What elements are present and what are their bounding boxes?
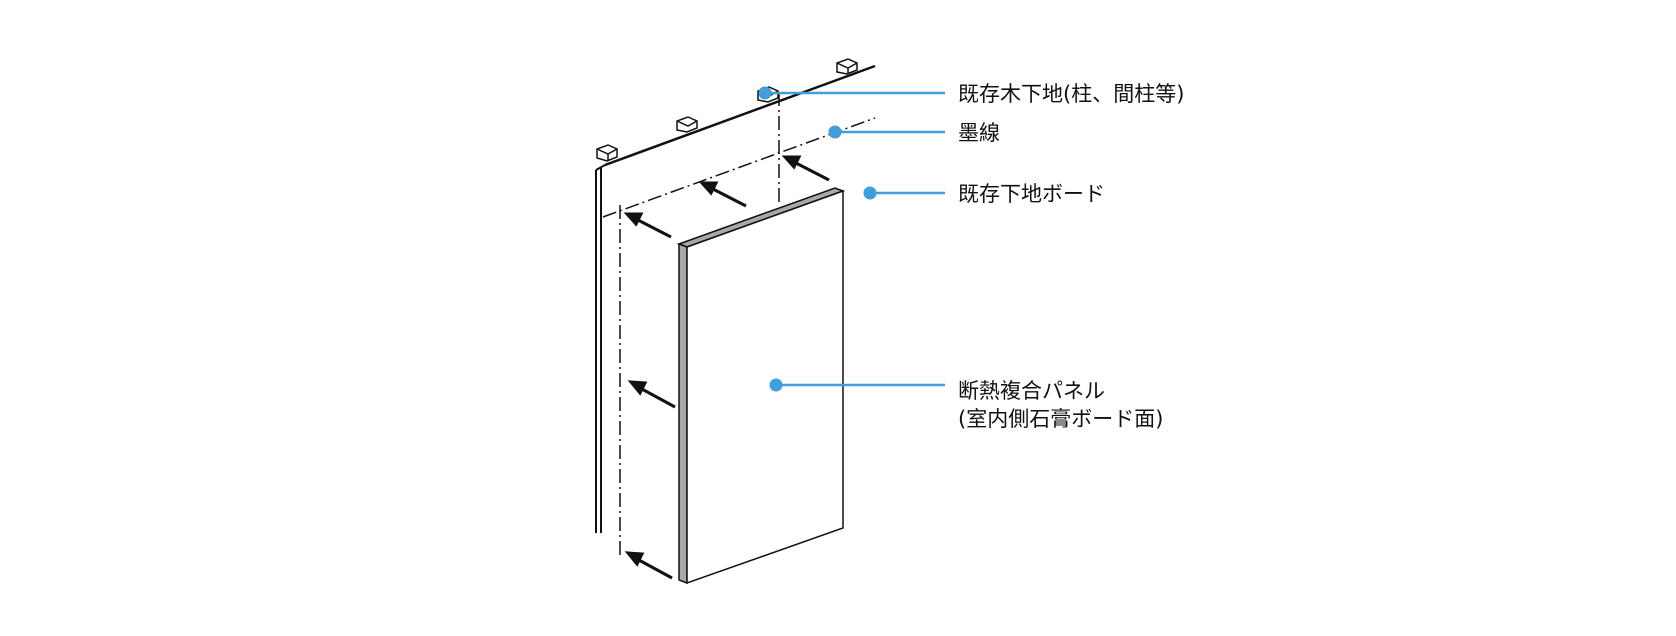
callout-existing-wood-base-text: 既存木下地(柱、間柱等)	[958, 82, 1185, 106]
leader-existing-board	[863, 186, 945, 200]
arrow-3	[781, 155, 830, 182]
callout-ink-line: 墨線	[958, 119, 1000, 147]
stud-caps	[596, 58, 858, 162]
left-edge-cap	[595, 164, 606, 171]
leader-ink-line	[828, 125, 945, 139]
panel-face	[686, 189, 844, 585]
panel-side-edge	[678, 242, 688, 585]
arrow-1	[623, 212, 672, 239]
stud-cap-2	[676, 116, 698, 133]
arrow-4	[627, 380, 676, 409]
callout-insulation-panel-line2: (室内側石膏ボード面)	[958, 407, 1164, 431]
leader-panel	[769, 378, 945, 392]
callout-insulation-panel-line1: 断熱複合パネル	[958, 379, 1105, 403]
stud-cap-1	[596, 144, 618, 162]
leader-existing-wood	[758, 86, 945, 100]
leader-lines	[758, 86, 945, 392]
top-plate-line	[604, 64, 876, 167]
stud-cap-4	[836, 58, 858, 75]
existing-wood-base	[595, 64, 876, 533]
callout-ink-line-text: 墨線	[958, 121, 1000, 145]
callout-existing-base-board: 既存下地ボード	[958, 180, 1105, 208]
movement-arrows	[623, 155, 830, 580]
arrow-2	[698, 181, 747, 208]
callout-existing-wood-base: 既存木下地(柱、間柱等)	[958, 80, 1184, 108]
callout-insulation-panel: 断熱複合パネル (室内側石膏ボード面)	[958, 377, 1163, 433]
arrow-5	[624, 551, 673, 580]
callout-existing-base-board-text: 既存下地ボード	[958, 182, 1105, 206]
insulation-panel	[676, 187, 846, 585]
